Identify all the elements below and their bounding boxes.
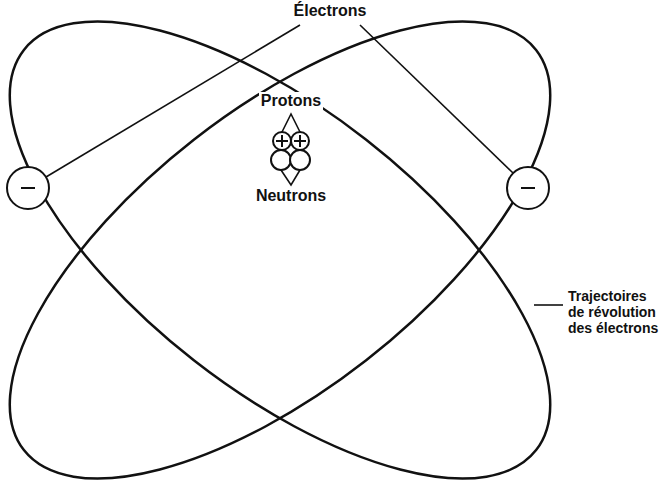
electron-symbol — [7, 167, 49, 209]
orbit-label: Trajectoires de révolution des électrons — [566, 288, 664, 336]
minus-sign — [521, 187, 535, 189]
leader-line — [282, 114, 300, 132]
neutron-label: Neutrons — [254, 187, 328, 205]
neutron-symbol — [271, 150, 291, 170]
neutron-symbol — [290, 150, 310, 170]
leader-line — [360, 25, 513, 173]
electron-label: Électrons — [292, 2, 369, 20]
plus-sign — [299, 135, 301, 147]
leader-line — [534, 304, 563, 306]
proton-symbol — [291, 132, 309, 150]
minus-sign — [21, 187, 35, 189]
plus-sign — [281, 135, 283, 147]
leader-line — [281, 170, 300, 185]
proton-label: Protons — [259, 92, 323, 110]
electron-symbol — [507, 167, 549, 209]
electron-orbit — [0, 0, 622, 486]
proton-symbol — [273, 132, 291, 150]
electron-orbit — [0, 0, 622, 486]
